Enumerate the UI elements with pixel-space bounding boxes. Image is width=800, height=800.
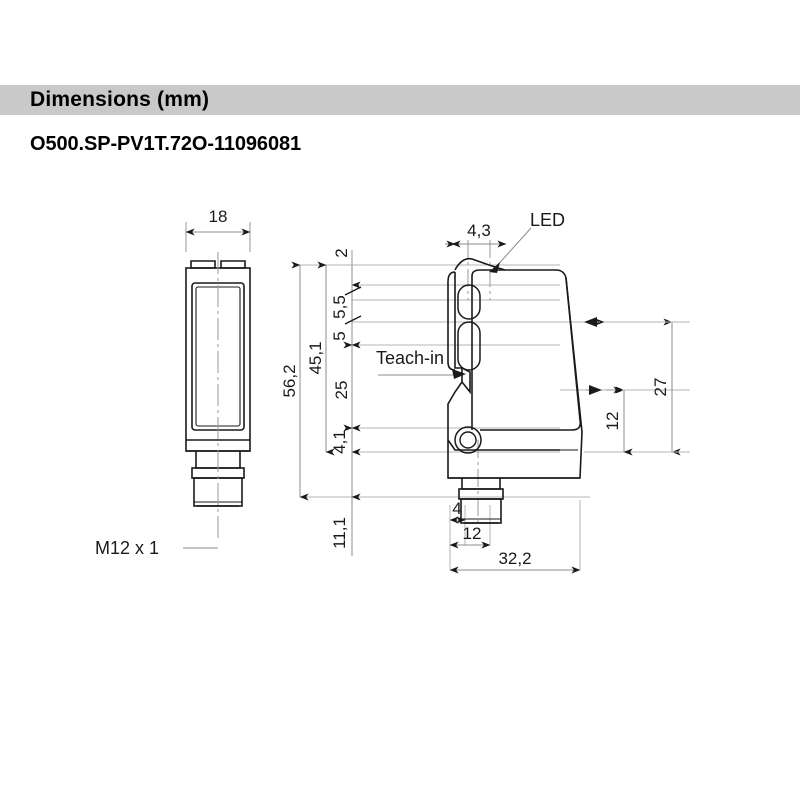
teach-in-label-text: Teach-in xyxy=(376,348,444,368)
dimension-label-bottom-32-2: 32,2 xyxy=(498,549,531,568)
label-m12x1: M12 x 1 xyxy=(95,538,218,558)
dimension-height-45-1: 45,1 xyxy=(306,261,335,456)
page-title: Dimensions (mm) xyxy=(30,88,210,111)
dimension-label-56-2: 56,2 xyxy=(280,364,299,397)
dimension-bottom-32-2: 32,2 xyxy=(449,549,581,574)
led-label-text: LED xyxy=(530,210,565,230)
depth-arrow-mid xyxy=(586,385,602,395)
dimension-label-2: 2 xyxy=(332,248,351,257)
dimension-height-25: 25 xyxy=(332,341,361,432)
dimension-height-2: 2 xyxy=(332,248,361,289)
dimension-label-12-right: 12 xyxy=(603,412,622,431)
dimension-bottom-12: 12 xyxy=(449,524,491,549)
depth-arrow-top xyxy=(584,317,600,327)
label-teach-in: Teach-in xyxy=(376,348,466,379)
dimension-depth-12: 12 xyxy=(584,386,640,456)
part-number: O500.SP-PV1T.72O-11096081 xyxy=(30,133,302,155)
dimension-label-11-1: 11,1 xyxy=(330,517,349,549)
dimension-label-18: 18 xyxy=(209,207,228,226)
dimension-height-5: 5 xyxy=(330,322,361,349)
side-view-geometry xyxy=(447,257,583,524)
side-view-extension-lines xyxy=(300,264,690,570)
thread-label-text: M12 x 1 xyxy=(95,538,159,558)
dimension-label-25: 25 xyxy=(332,381,351,400)
dimension-height-56-2: 56,2 xyxy=(280,261,309,501)
header-band xyxy=(0,85,800,115)
dimension-depth-27: 27 xyxy=(584,318,690,456)
dimension-height-11-1: 11,1 xyxy=(330,452,361,556)
dimension-label-4-1: 4,1 xyxy=(330,430,349,454)
dimension-label-4-3: 4,3 xyxy=(467,221,491,240)
dimension-label-bottom-4: 4 xyxy=(452,499,461,518)
label-led: LED xyxy=(489,210,565,273)
dimension-height-4-1: 4,1 xyxy=(330,424,361,456)
dimension-label-27: 27 xyxy=(651,378,670,397)
dimension-width-4-3: 4,3 xyxy=(445,221,507,248)
dimension-label-bottom-12: 12 xyxy=(463,524,482,543)
dimension-label-5: 5 xyxy=(330,331,349,340)
dimension-bottom-4: 4 xyxy=(449,499,466,524)
dimension-height-5-5: 5,5 xyxy=(330,285,362,325)
dimension-label-5-5: 5,5 xyxy=(330,295,349,319)
dimension-label-45-1: 45,1 xyxy=(306,341,325,374)
dimension-width-18: 18 xyxy=(185,207,251,252)
